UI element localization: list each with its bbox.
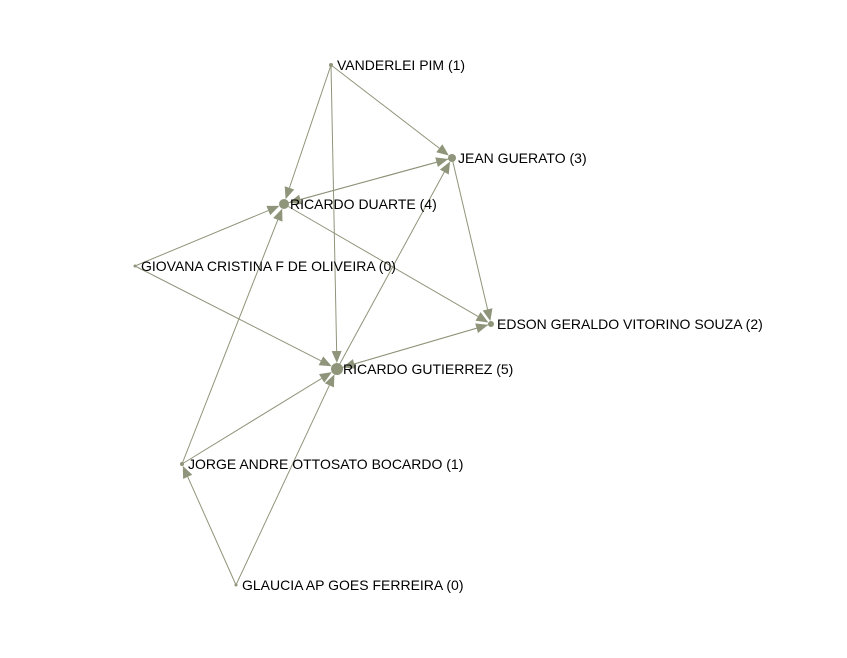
edge-line — [283, 203, 479, 317]
edge-line — [336, 171, 445, 370]
edge-arrowhead — [439, 161, 451, 175]
edge-giovana-to-ricardo_gutierrez — [134, 265, 332, 367]
node-edson: EDSON GERALDO VITORINO SOUZA (2) — [488, 316, 763, 332]
edge-arrowhead — [284, 186, 295, 200]
node-dot — [234, 583, 238, 587]
edge-vanderlei-to-jean — [330, 64, 449, 156]
edge-line — [181, 377, 322, 465]
node-vanderlei: VANDERLEI PIM (1) — [329, 57, 465, 73]
edges-layer — [134, 64, 493, 586]
node-glaucia: GLAUCIA AP GOES FERREIRA (0) — [234, 577, 463, 593]
edge-vanderlei-to-ricardo_gutierrez — [330, 64, 342, 364]
edge-arrowhead — [482, 308, 493, 322]
node-label: EDSON GERALDO VITORINO SOUZA (2) — [497, 316, 763, 332]
edge-glaucia-to-jorge — [182, 465, 237, 586]
node-label: RICARDO GUTIERREZ (5) — [343, 361, 513, 377]
nodes-layer: VANDERLEI PIM (1) JEAN GUERATO (3) RICARDO… — [133, 57, 763, 593]
node-dot — [488, 321, 494, 327]
edge-line — [235, 385, 330, 586]
edge-ricardo_gutierrez-to-jean — [336, 161, 451, 370]
node-dot — [331, 363, 343, 375]
edge-arrowhead — [324, 374, 335, 388]
node-dot — [279, 199, 289, 209]
node-jean: JEAN GUERATO (3) — [448, 150, 587, 166]
node-label: RICARDO DUARTE (4) — [290, 196, 437, 212]
node-dot — [448, 154, 456, 162]
node-label: JEAN GUERATO (3) — [458, 150, 587, 166]
edge-ricardo_duarte-to-edson — [283, 203, 489, 323]
node-label: VANDERLEI PIM (1) — [337, 57, 465, 73]
edge-arrowhead — [435, 157, 449, 168]
edge-line — [354, 323, 492, 365]
edge-arrowhead — [475, 312, 489, 323]
node-ricardo_duarte: RICARDO DUARTE (4) — [279, 196, 437, 212]
node-dot — [133, 264, 137, 268]
edge-giovana-to-ricardo_duarte — [134, 205, 280, 267]
edge-jorge-to-ricardo_duarte — [181, 208, 283, 465]
edge-glaucia-to-ricardo_gutierrez — [235, 374, 335, 586]
edge-edson-to-ricardo_gutierrez — [342, 323, 492, 369]
edge-arrowhead — [273, 208, 283, 222]
node-label: GIOVANA CRISTINA F DE OLIVEIRA (0) — [141, 258, 396, 274]
edge-line — [187, 476, 237, 586]
edge-line — [288, 64, 332, 189]
edge-arrowhead — [319, 372, 332, 383]
edge-arrowhead — [266, 205, 280, 216]
edge-line — [330, 64, 440, 149]
edge-arrowhead — [318, 356, 332, 367]
node-label: GLAUCIA AP GOES FERREIRA (0) — [242, 577, 463, 593]
node-dot — [180, 462, 184, 466]
edge-arrowhead — [182, 465, 193, 479]
edge-arrowhead — [436, 144, 449, 156]
node-label: JORGE ANDRE OTTOSATO BOCARDO (1) — [188, 456, 463, 472]
edge-jorge-to-ricardo_gutierrez — [181, 372, 332, 465]
node-jorge: JORGE ANDRE OTTOSATO BOCARDO (1) — [180, 456, 463, 472]
edge-ricardo_duarte-to-jean — [283, 157, 449, 205]
edge-line — [330, 64, 338, 352]
edge-vanderlei-to-ricardo_duarte — [284, 64, 332, 200]
edge-line — [451, 157, 489, 310]
node-ricardo_gutierrez: RICARDO GUTIERREZ (5) — [331, 361, 513, 377]
edge-line — [134, 210, 269, 267]
edge-jean-to-edson — [451, 157, 493, 322]
edge-arrowhead — [331, 350, 342, 364]
node-giovana: GIOVANA CRISTINA F DE OLIVEIRA (0) — [133, 258, 396, 274]
edge-line — [181, 219, 279, 465]
edge-line — [283, 161, 437, 205]
node-dot — [329, 63, 333, 67]
edge-line — [134, 265, 322, 362]
edge-arrowhead — [342, 359, 356, 369]
